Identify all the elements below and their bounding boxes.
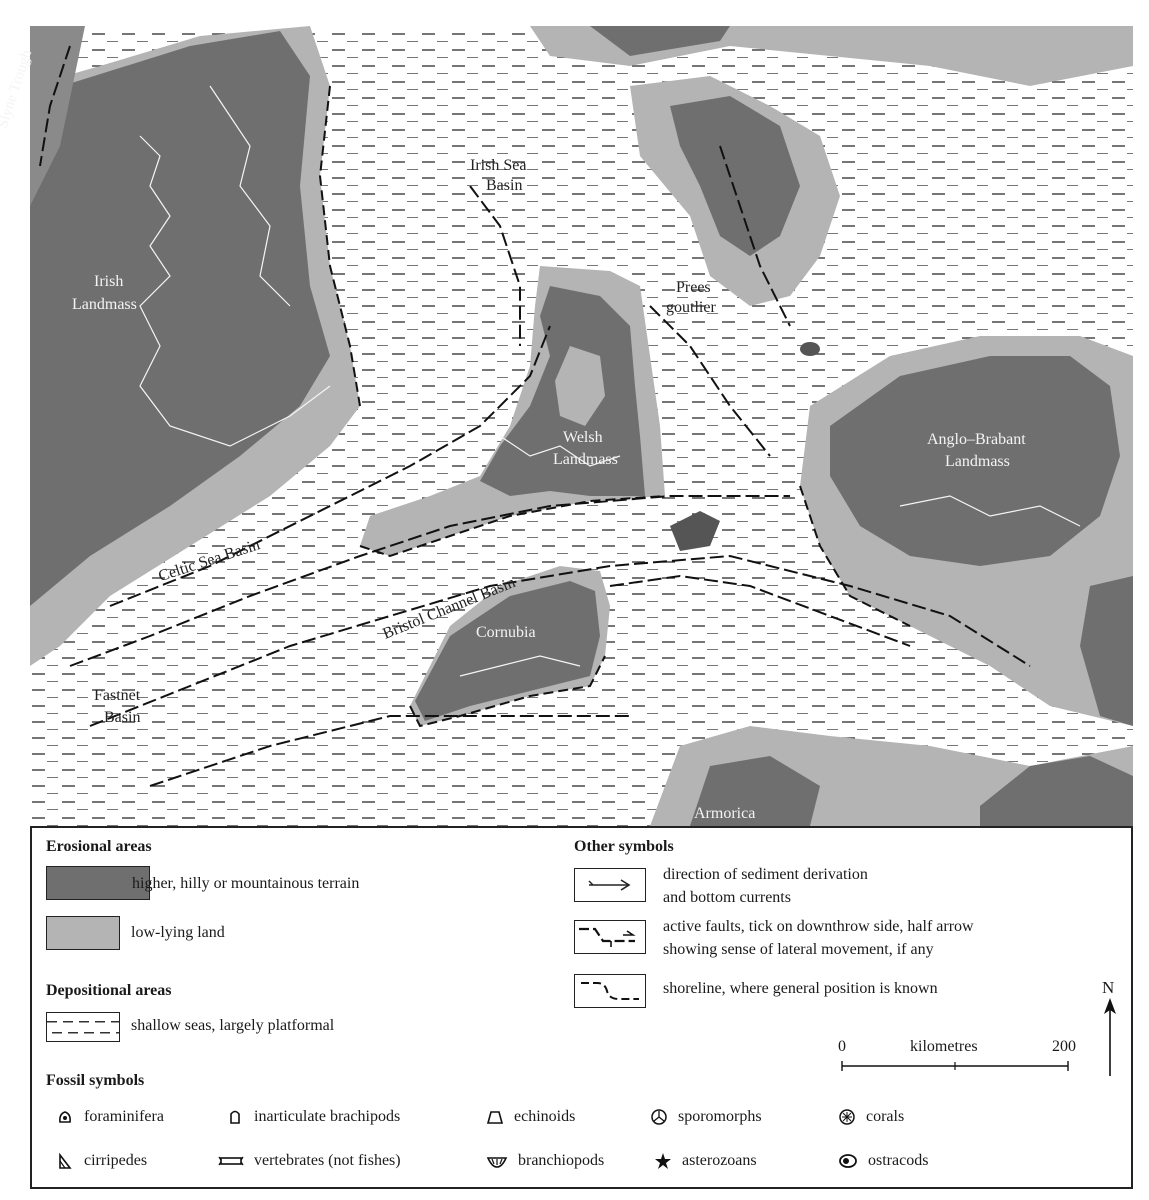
coastline-detail	[139, 85, 1081, 677]
fossil-label: asterozoans	[682, 1152, 757, 1169]
label-irish-landmass-2: Landmass	[72, 296, 137, 313]
fossil-label: ostracods	[868, 1152, 929, 1169]
scale-bar	[841, 1061, 1069, 1071]
fossil-label: foraminifera	[84, 1108, 164, 1125]
irish-landmass-upland	[30, 31, 330, 606]
label-irish-landmass-1: Irish	[94, 273, 124, 290]
label-welsh-2: Landmass	[553, 451, 618, 468]
north-arrow-icon	[1104, 998, 1116, 1076]
foraminifera-icon	[59, 1111, 71, 1123]
label-prees-1: Prees	[676, 279, 711, 296]
asterozoan-icon	[655, 1153, 671, 1169]
echinoid-icon	[486, 1111, 504, 1124]
active-faults	[39, 45, 1031, 787]
north-label: N	[1102, 978, 1115, 997]
label-irish-sea-basin-2: Basin	[486, 177, 523, 194]
branchiopod-icon	[486, 1157, 508, 1168]
fossil-vertebrates: vertebrates (not fishes)	[218, 1152, 401, 1170]
faults-label-1: active faults, tick on downthrow side, h…	[663, 918, 974, 935]
sediment-label-2: and bottom currents	[663, 889, 791, 906]
sediment-arrow-icon	[588, 879, 631, 891]
higher-terrain-swatch	[46, 866, 150, 900]
other-symbols-heading: Other symbols	[574, 838, 674, 855]
northern-landmass-upland	[670, 96, 800, 256]
label-cornubia: Cornubia	[476, 624, 536, 641]
shallow-seas-label: shallow seas, largely platformal	[131, 1017, 335, 1034]
fossil-asterozoans: asterozoans	[654, 1152, 757, 1170]
anglo-brabant-upland	[830, 356, 1120, 566]
label-anglo-brabant-1: Anglo–Brabant	[927, 431, 1026, 448]
shoreline-label: shoreline, where general position is kno…	[663, 980, 938, 997]
fossil-cirripedes: cirripedes	[56, 1152, 147, 1170]
north-land-top-dark	[590, 26, 730, 56]
cornubia-upland	[415, 581, 600, 721]
label-armorica: Armorica	[694, 805, 756, 822]
label-prees-2: goutlier	[666, 299, 716, 316]
fossil-label: sporomorphs	[678, 1108, 762, 1125]
fossil-label: inarticulate brachipods	[254, 1108, 401, 1125]
slyne-trough-area	[30, 26, 85, 206]
low-lying-label: low-lying land	[131, 924, 225, 941]
cirripede-icon	[59, 1152, 72, 1169]
label-welsh-1: Welsh	[563, 429, 603, 446]
armorica-east-upland	[980, 756, 1133, 826]
label-anglo-brabant-2: Landmass	[945, 453, 1010, 470]
sporomorph-icon	[651, 1109, 667, 1125]
scale-zero: 0	[838, 1038, 846, 1055]
shoreline-symbol-icon	[581, 982, 639, 1000]
sediment-label-1: direction of sediment derivation	[663, 866, 868, 883]
fossil-label: echinoids	[514, 1108, 576, 1125]
fossil-heading: Fossil symbols	[46, 1072, 145, 1089]
faults-label-2: showing sense of lateral movement, if an…	[663, 941, 934, 958]
scale-max: 200	[1052, 1038, 1076, 1055]
fossil-branchiopods: branchiopods	[486, 1152, 604, 1170]
fossil-corals: corals	[838, 1108, 904, 1126]
fault-symbol-box	[574, 920, 646, 954]
ostracod-icon	[839, 1154, 857, 1168]
label-irish-sea-basin-1: Irish Sea	[470, 157, 527, 174]
label-fastnet-1: Fastnet	[94, 687, 141, 704]
fossil-foraminifera: foraminifera	[56, 1108, 164, 1126]
scale-unit: kilometres	[910, 1038, 978, 1055]
fossil-label: vertebrates (not fishes)	[254, 1152, 401, 1169]
coral-icon	[839, 1109, 855, 1125]
map-legend: Erosional areas higher, hilly or mountai…	[30, 826, 1133, 1189]
fossil-echinoids: echinoids	[486, 1108, 575, 1126]
welsh-inner-lowland	[555, 346, 605, 426]
shallow-seas-swatch	[46, 1012, 120, 1042]
shorelines	[318, 85, 911, 728]
fossil-label: cirripedes	[84, 1152, 148, 1169]
fossil-label: branchiopods	[518, 1152, 605, 1169]
low-lying-swatch	[46, 916, 120, 950]
armorica-upland	[690, 756, 820, 826]
brachiopod-icon	[230, 1110, 240, 1124]
fossil-ostracods: ostracods	[838, 1152, 928, 1170]
erosional-heading: Erosional areas	[46, 838, 152, 855]
fossil-inarticulate-brachiopods: inarticulate brachipods	[226, 1108, 400, 1126]
severn-dark-patch	[670, 511, 720, 551]
label-fastnet-2: Basin	[104, 709, 141, 726]
vertebrate-icon	[218, 1156, 244, 1166]
shoreline-symbol-box	[574, 974, 646, 1008]
depositional-heading: Depositional areas	[46, 982, 172, 999]
fossil-label: corals	[866, 1108, 905, 1125]
dark-outlier	[800, 342, 820, 356]
fault-symbol-icon	[579, 927, 636, 947]
anglo-brabant-east-upland	[1080, 576, 1133, 726]
higher-terrain-label: higher, hilly or mountainous terrain	[132, 875, 360, 892]
paleogeographic-map	[30, 26, 1133, 826]
fossil-sporomorphs: sporomorphs	[650, 1108, 762, 1126]
sediment-arrow-box	[574, 868, 646, 902]
